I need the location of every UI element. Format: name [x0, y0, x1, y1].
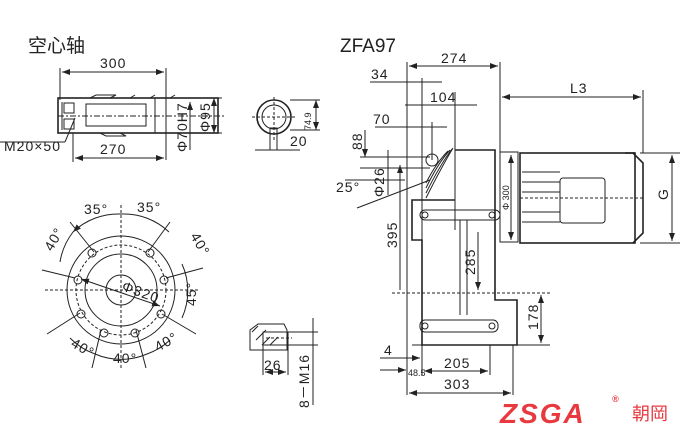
hollow-shaft-title: 空心轴 [28, 35, 85, 57]
dim-phi26: Φ26 [371, 167, 387, 197]
dim-34: 34 [371, 66, 389, 82]
dim-shaft-300: 300 [100, 55, 126, 71]
dim-303: 303 [444, 376, 470, 392]
dim-keyway-20: 20 [290, 133, 308, 149]
dim-104: 104 [430, 89, 456, 105]
dim-thread-m20x50: M20×50 [4, 138, 61, 154]
dim-4: 4 [384, 342, 393, 358]
angle-label: 35° [137, 199, 161, 215]
dim-178: 178 [525, 304, 541, 330]
dim-outer-phi95: Φ95 [197, 102, 213, 132]
dim-G: G [655, 188, 671, 200]
dim-285: 285 [462, 249, 478, 275]
dim-48-5: 48.5 [408, 368, 426, 378]
angle-label: 45° [183, 282, 199, 306]
hollow-shaft-end-view [252, 97, 320, 151]
dim-395: 395 [384, 222, 400, 248]
angle-label: 40° [152, 329, 181, 355]
dim-L3: L3 [570, 80, 588, 96]
dim-thread-8-m16: 8－M16 [296, 354, 312, 408]
angle-25: 25° [336, 179, 360, 195]
bolt-hole-detail [249, 318, 318, 405]
registered-mark: ® [612, 394, 619, 404]
dim-phi300: Φ 300 [501, 185, 511, 210]
dim-bore-phi70h7: Φ70H7 [174, 102, 190, 152]
angle-label: 35° [84, 201, 108, 217]
brand-name: 朝岡 [632, 404, 668, 424]
dim-depth-26: 26 [264, 357, 282, 373]
angle-label: 40° [187, 230, 213, 259]
dim-shaft-270: 270 [100, 141, 126, 157]
angle-label: 40° [69, 335, 98, 361]
dim-88: 88 [349, 132, 365, 150]
gearmotor-side-view [345, 62, 680, 396]
angle-label: 40° [113, 350, 137, 366]
angle-label: 40° [41, 225, 67, 254]
brand-logo: ZSGA ® 朝岡 [499, 394, 668, 429]
hollow-shaft-side-view [0, 68, 225, 162]
brand-logo-mark: ZSGA [499, 398, 586, 429]
dim-keyway-74-9: 74.9 [303, 112, 313, 130]
dim-205: 205 [444, 355, 470, 371]
dim-bolt-circle-phi320: Φ320 [120, 278, 162, 306]
flange-view [41, 205, 204, 370]
dim-274: 274 [441, 50, 467, 66]
model-title: ZFA97 [340, 36, 396, 57]
dim-70: 70 [373, 111, 391, 127]
